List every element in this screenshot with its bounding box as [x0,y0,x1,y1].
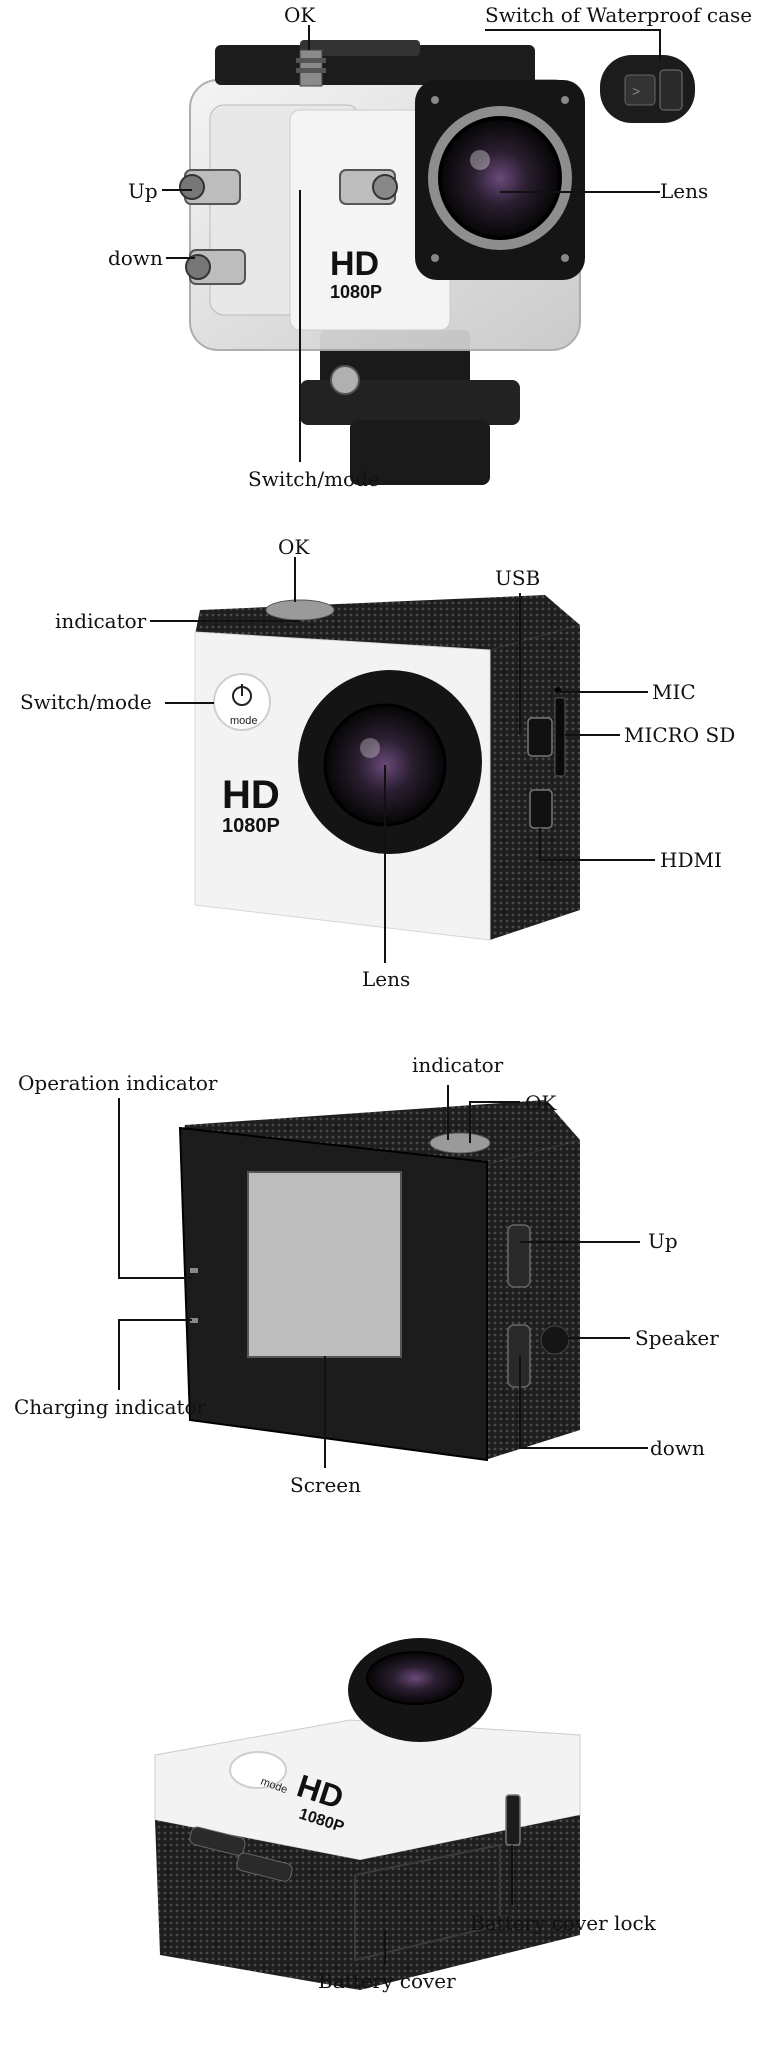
label-lens: Lens [660,179,708,203]
panel-bottom-view: mode HD 1080P Battery cover lock Battery… [154,1638,657,1993]
label-ok-front: OK [278,535,310,559]
hd-logo-front: HD [222,773,280,817]
mount-base [300,330,520,485]
camera-bottom-left [155,1820,360,1990]
label-mic: MIC [652,680,696,704]
ok-button-rear [429,1132,491,1154]
label-charging-indicator: Charging indicator [14,1395,207,1419]
screen [247,1171,402,1358]
label-screen: Screen [290,1473,361,1497]
label-ok-rear: OK [525,1091,557,1115]
battery-cover-lock [505,1794,521,1846]
camera-side-rear [485,1140,580,1460]
usb-port [527,717,553,757]
charging-led [190,1318,198,1323]
case-latch [215,45,535,85]
label-switch-mode-front: Switch/mode [20,690,152,714]
lens-icon [438,116,562,240]
label-battery-cover: Battery cover [318,1969,456,1993]
hdmi-port [529,789,553,829]
panel-front-view: mode HD 1080P OK indicator USB Switch/mo… [20,535,735,991]
mode-text: mode [230,715,258,727]
label-operation-indicator: Operation indicator [18,1071,218,1095]
label-switch-waterproof-case: Switch of Waterproof case [485,3,752,27]
label-down-rear: down [650,1436,705,1460]
speaker-icon [540,1325,570,1355]
label-up-rear: Up [648,1229,678,1253]
mode-button-bottom [229,1751,287,1789]
operation-led [190,1268,198,1273]
svg-text:>: > [632,83,640,99]
case-mode-button [339,169,398,205]
hd-logo: HD [330,245,379,283]
label-indicator-rear: indicator [412,1053,504,1077]
label-switch-mode: Switch/mode [248,467,380,491]
ok-button-top [265,599,335,621]
up-button-rear [507,1224,531,1288]
micro-sd-slot [554,697,566,777]
battery-cover [354,1843,501,1962]
label-hdmi: HDMI [660,848,722,872]
label-indicator-front: indicator [55,609,147,633]
panel-rear-view: indicator Operation indicator OK Up Spea… [14,1053,719,1497]
label-lens-front: Lens [362,967,410,991]
label-up: Up [128,179,158,203]
label-battery-cover-lock: Battery cover lock [470,1911,657,1935]
case-switch-inset: > [600,55,695,123]
case-up-button [179,169,241,205]
side-button-2 [236,1852,293,1882]
ok-button [296,49,326,87]
camera-side [490,625,580,940]
label-micro-sd: MICRO SD [624,723,735,747]
resolution-logo-front: 1080P [222,815,280,837]
case-down-button [185,249,246,285]
label-ok: OK [284,3,316,27]
resolution-logo: 1080P [330,282,382,302]
lens-icon-bottom [366,1651,464,1705]
label-speaker: Speaker [635,1326,719,1350]
panel-waterproof-case: HD 1080P > [108,3,752,491]
label-usb: USB [495,566,540,590]
label-down: down [108,246,163,270]
side-button-1 [189,1826,246,1856]
